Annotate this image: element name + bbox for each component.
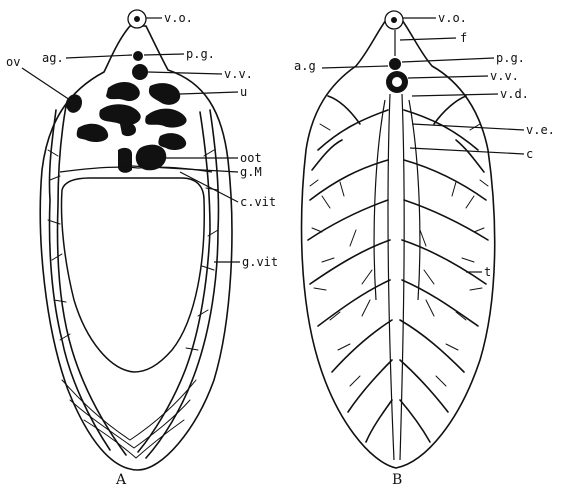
figure-b: v.o. f p.g. a.g v.v. v.d. v.e. c t B <box>294 11 555 488</box>
figure-a-label-ov: ov <box>6 55 20 69</box>
figure-a-label-vv: v.v. <box>224 67 253 81</box>
figure-a-pharynx <box>133 51 143 61</box>
figure-b-label-vd: v.d. <box>500 87 529 101</box>
figure-b-label-t: t <box>484 265 491 279</box>
figure-a-label-oot: oot <box>240 151 262 165</box>
figure-b-label-vv: v.v. <box>490 69 519 83</box>
figure-b-label-c: c <box>526 147 533 161</box>
figure-b-pharynx <box>389 58 401 70</box>
figure-a-caption: A <box>115 472 127 488</box>
figure-a-label-gvit: g.vit <box>242 255 278 269</box>
figure-a: v.o. ov ag. p.g. v.v. u oot g.M c.vit g.… <box>6 10 278 488</box>
figure-b-label-ve: v.e. <box>526 123 555 137</box>
figure-b-caption: B <box>392 472 402 488</box>
figure-a-label-cvit: c.vit <box>240 195 276 209</box>
figure-b-label-vo: v.o. <box>438 11 467 25</box>
figure-a-label-pg: p.g. <box>186 47 215 61</box>
figure-a-mehlis-gland <box>118 148 132 173</box>
figure-a-label-vo: v.o. <box>164 11 193 25</box>
figure-a-label-u: u <box>240 85 247 99</box>
figure-b-label-ag: a.g <box>294 59 316 73</box>
figure-a-ventral-sucker <box>132 64 148 80</box>
figure-a-label-gm: g.M <box>240 165 262 179</box>
figure-a-label-ag: ag. <box>42 51 64 65</box>
figure-b-label-f: f <box>460 31 467 45</box>
figure-b-label-pg: p.g. <box>496 51 525 65</box>
